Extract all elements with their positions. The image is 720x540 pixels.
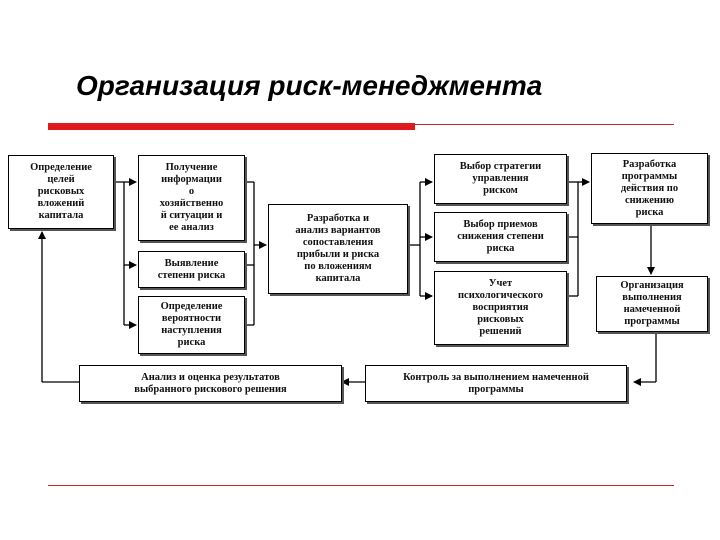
goals-box: Определение целей рисковых вложений капи… [8, 155, 114, 229]
control-box: Контроль за выполнением намеченной прогр… [365, 365, 627, 402]
info-box: Получение информации о хозяйственно й си… [138, 155, 245, 241]
organization-box: Организация выполнения намеченной програ… [596, 276, 708, 332]
methods-box: Выбор приемов снижения степени риска [434, 212, 567, 262]
psychology-box: Учет психологического восприятия рисковы… [434, 271, 567, 345]
develop-options-box: Разработка и анализ вариантов сопоставле… [268, 204, 408, 294]
identify-risk-box: Выявление степени риска [138, 251, 245, 288]
analysis-box: Анализ и оценка результатов выбранного р… [79, 365, 342, 402]
probability-box: Определение вероятности наступления риск… [138, 296, 245, 354]
footer-divider-line [48, 485, 674, 486]
page-title: Организация риск-менеджмента [76, 70, 543, 101]
program-development-box: Разработка программы действия по снижени… [591, 153, 708, 224]
title-divider-line [48, 124, 674, 125]
strategy-box: Выбор стратегии управления риском [434, 154, 567, 204]
title-accent-bar [48, 123, 415, 130]
